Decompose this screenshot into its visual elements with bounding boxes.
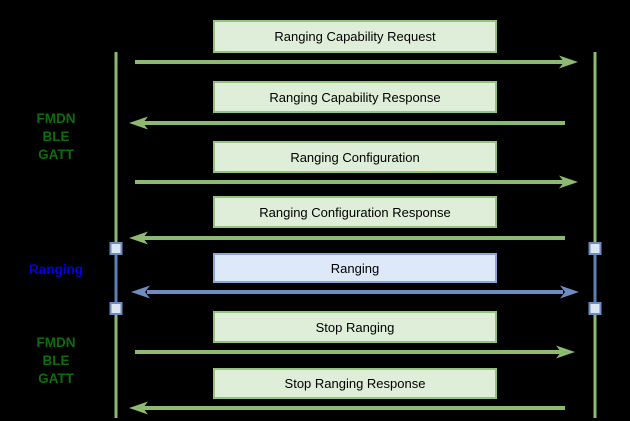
activation-endpoint-square xyxy=(109,242,123,255)
arrow-stop-ranging xyxy=(135,345,575,359)
arrow-ranging-capability-response xyxy=(129,116,565,130)
activation-endpoint-square xyxy=(588,242,602,255)
left-arrowhead-icon xyxy=(129,116,148,130)
message-box-ranging-configuration: Ranging Configuration xyxy=(213,141,497,173)
message-box-stop-ranging: Stop Ranging xyxy=(213,311,497,343)
right-arrowhead-icon xyxy=(556,345,575,359)
phase-label-fmdn-ble-gatt-top: FMDN BLE GATT xyxy=(36,111,76,162)
message-box-ranging-capability-response: Ranging Capability Response xyxy=(213,81,497,113)
message-box-ranging: Ranging xyxy=(213,253,497,283)
left-ranging-activation xyxy=(109,242,123,315)
arrow-ranging-configuration xyxy=(135,175,578,189)
left-arrowhead-icon xyxy=(129,231,148,245)
arrow-ranging-bidirectional xyxy=(131,285,579,299)
right-ranging-activation xyxy=(588,242,602,315)
right-arrowhead-icon xyxy=(559,175,578,189)
left-arrowhead-icon xyxy=(131,285,150,299)
message-box-ranging-configuration-response: Ranging Configuration Response xyxy=(213,196,497,228)
activation-endpoint-square xyxy=(588,302,602,315)
arrow-ranging-capability-request xyxy=(135,55,578,69)
phase-label-fmdn-ble-gatt-bottom: FMDN BLE GATT xyxy=(36,335,76,386)
phase-label-ranging: Ranging xyxy=(29,262,83,277)
right-arrowhead-icon xyxy=(560,285,579,299)
left-arrowhead-icon xyxy=(129,401,148,415)
arrow-ranging-configuration-response xyxy=(129,231,565,245)
message-box-stop-ranging-response: Stop Ranging Response xyxy=(213,368,497,399)
activation-endpoint-square xyxy=(109,302,123,315)
right-arrowhead-icon xyxy=(559,55,578,69)
message-box-ranging-capability-request: Ranging Capability Request xyxy=(213,20,497,53)
arrow-stop-ranging-response xyxy=(129,401,565,415)
